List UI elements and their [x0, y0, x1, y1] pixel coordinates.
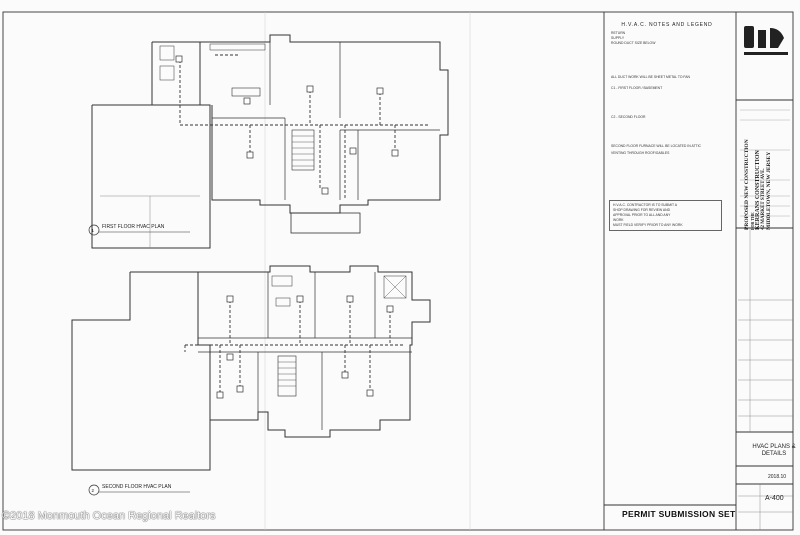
first-floor-plan-number: 1 — [91, 227, 95, 233]
note-line: APPROVAL PRIOR TO ALL AND ANY — [613, 213, 671, 217]
legend-line: VENTING THROUGH ROOF/GABLES — [611, 151, 670, 156]
second-floor-plan-number: 2 — [91, 487, 95, 493]
legend-line: C1 - FIRST FLOOR / BASEMENT — [611, 85, 663, 90]
copyright-watermark: ©2018 Monmouth Ocean Regional Realtors — [2, 510, 216, 522]
legend-heading: H.V.A.C. NOTES AND LEGEND — [621, 22, 713, 28]
note-line: SHOP DRAWING FOR REVIEW AND — [613, 208, 671, 212]
legend-line: ROUND DUCT SIZE BELOW — [611, 41, 656, 46]
project-line: MIDDLETOWN, NEW JERSEY — [766, 151, 772, 230]
hvac-legend: H.V.A.C. NOTES AND LEGEND RETURN SUPPLY … — [611, 22, 723, 157]
contractor-note: H.V.A.C. CONTRACTOR IS TO SUBMIT A SHOP … — [609, 200, 722, 231]
legend-line: SECOND FLOOR FURNACE WILL BE LOCATED IN … — [611, 144, 701, 149]
sheet-date: 2018.10 — [768, 474, 787, 480]
sheet-number: A-400 — [765, 495, 784, 502]
legend-line: RETURN — [611, 31, 626, 35]
first-floor-plan-title: FIRST FLOOR HVAC PLAN — [102, 224, 165, 230]
legend-line: SUPPLY — [611, 36, 625, 41]
note-line: MUST FIELD VERIFY PRIOR TO ANY WORK — [613, 223, 683, 227]
legend-line: C2 - SECOND FLOOR — [611, 115, 646, 120]
sheet-title: HVAC PLANS & DETAILS — [752, 444, 796, 457]
note-line: WORK — [613, 218, 624, 222]
note-line: H.V.A.C. CONTRACTOR IS TO SUBMIT A — [613, 203, 678, 207]
legend-line: ALL DUCT WORK WILL BE SHEET METAL TO FAN — [611, 74, 691, 79]
second-floor-plan-title: SECOND FLOOR HVAC PLAN — [102, 484, 172, 490]
permit-submission-label: PERMIT SUBMISSION SET — [622, 509, 736, 519]
project-title-block: PROPOSED NEW CONSTRUCTION FOR THE KERRAN… — [744, 139, 772, 230]
